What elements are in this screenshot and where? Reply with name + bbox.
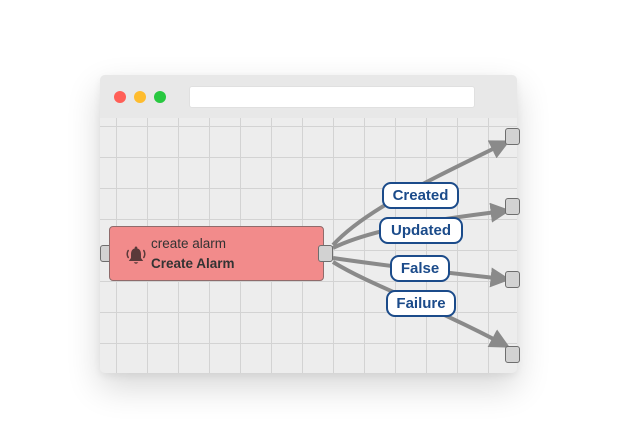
- close-dot[interactable]: [114, 91, 126, 103]
- create-alarm-node[interactable]: create alarm Create Alarm: [109, 226, 324, 281]
- node-name: create alarm: [151, 236, 227, 251]
- target-port-2[interactable]: [505, 198, 520, 215]
- node-output-port[interactable]: [318, 245, 333, 262]
- edge-label-false[interactable]: False: [390, 255, 450, 282]
- target-port-3[interactable]: [505, 271, 520, 288]
- edge-label-updated[interactable]: Updated: [379, 217, 463, 244]
- edge-label-created[interactable]: Created: [382, 182, 459, 209]
- target-port-1[interactable]: [505, 128, 520, 145]
- edge-label-failure[interactable]: Failure: [386, 290, 456, 317]
- minimize-dot[interactable]: [134, 91, 146, 103]
- zoom-dot[interactable]: [154, 91, 166, 103]
- address-bar[interactable]: [189, 86, 475, 108]
- node-type: Create Alarm: [151, 256, 235, 271]
- target-port-4[interactable]: [505, 346, 520, 363]
- bell-icon: [126, 246, 146, 264]
- window-titlebar: [100, 75, 517, 118]
